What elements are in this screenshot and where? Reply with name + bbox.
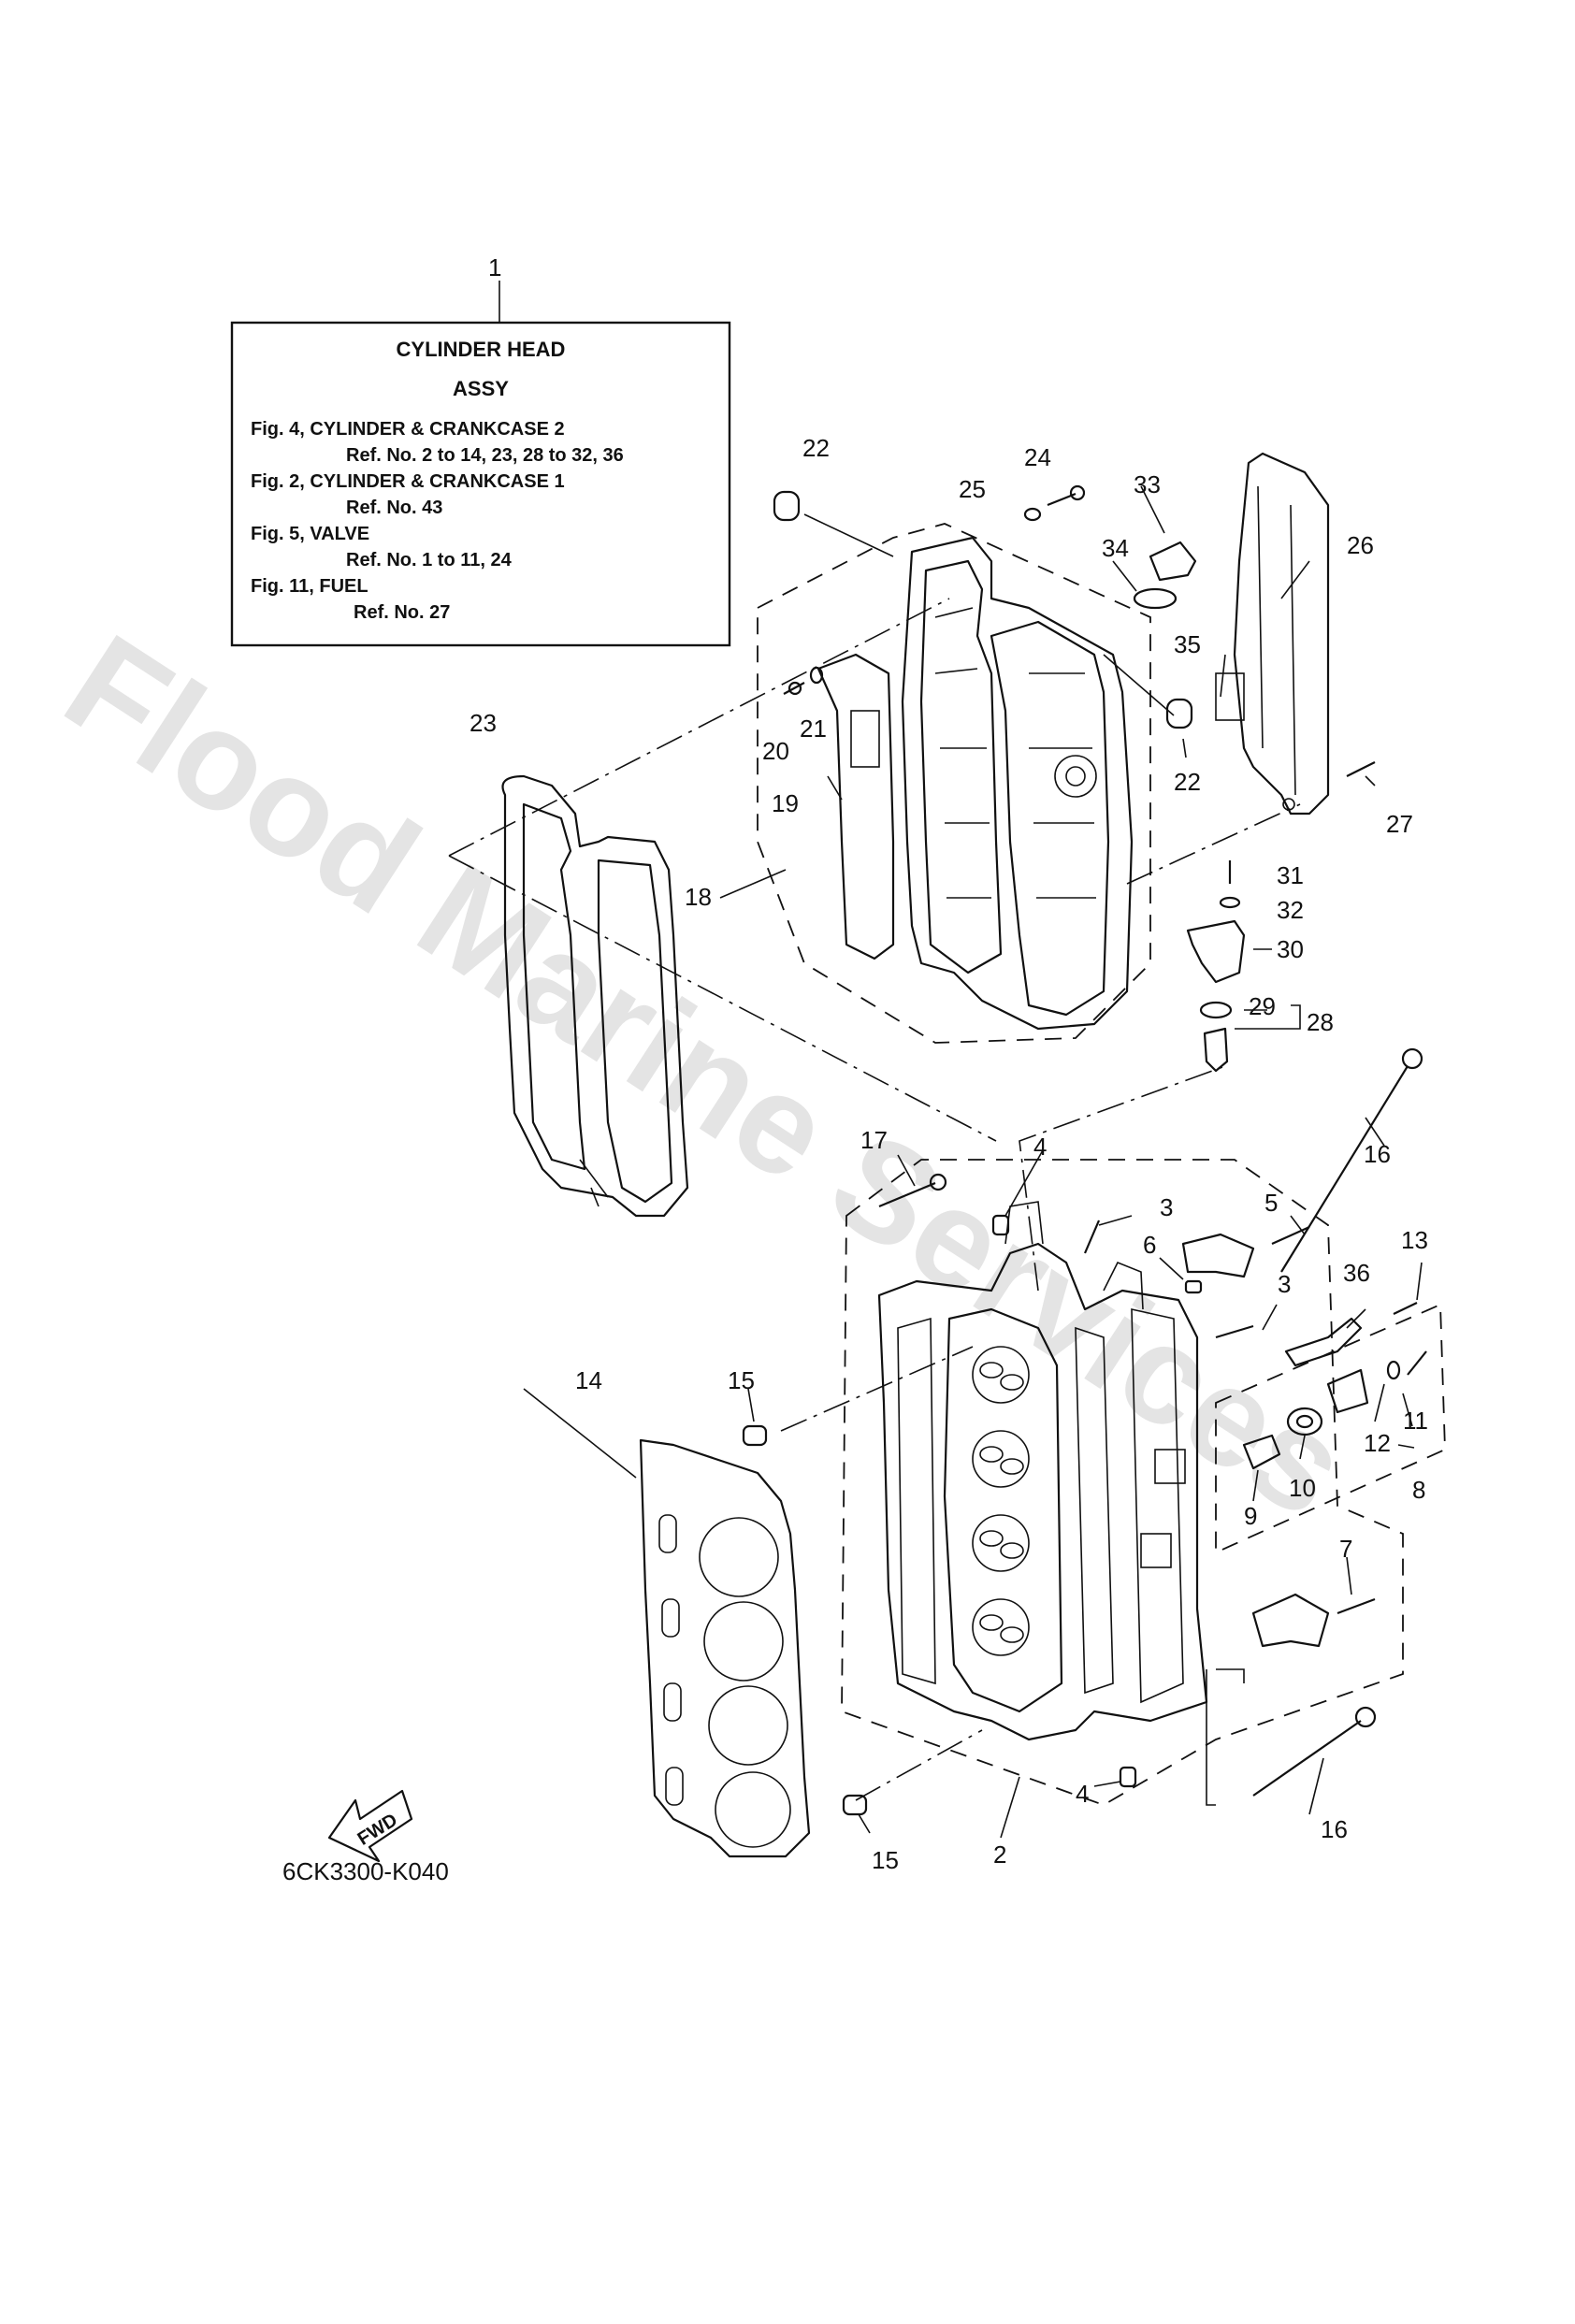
callout-label: 4 [1033, 1133, 1047, 1161]
info-box-line: Ref. No. 1 to 11, 24 [346, 550, 513, 570]
callout-label: 31 [1277, 861, 1304, 889]
callout-label: 28 [1307, 1008, 1334, 1036]
callout-label: 21 [800, 715, 827, 743]
watermark-text: Flood Marine Services [40, 604, 1375, 1547]
diagram-code: 6CK3300-K040 [282, 1857, 449, 1885]
callout-label: 35 [1174, 630, 1201, 658]
callout-label: 14 [575, 1366, 602, 1394]
callout-label: 6 [1143, 1231, 1156, 1259]
callout-label: 23 [470, 709, 497, 737]
head-gasket-part [639, 1438, 811, 1858]
callout-label: 17 [860, 1126, 888, 1154]
callout-label: 3 [1278, 1270, 1291, 1298]
head-assembly-outline [841, 1159, 1404, 1806]
callout-label: 15 [872, 1846, 899, 1874]
cover-gasket-part [501, 774, 689, 1218]
callout-label: 18 [685, 883, 712, 911]
info-box-title: CYLINDER HEAD [397, 338, 566, 361]
callout-label: 13 [1401, 1226, 1428, 1254]
callout-label: 33 [1134, 470, 1161, 498]
cover-plate-part [816, 653, 895, 960]
rocker-cover-part [901, 536, 1134, 1031]
callout-label: 16 [1321, 1815, 1348, 1843]
callout-label: 32 [1277, 896, 1304, 924]
callout-label: 3 [1160, 1193, 1173, 1221]
callout-label: 36 [1343, 1259, 1370, 1287]
callout-label: 8 [1412, 1476, 1425, 1504]
callout-label: 27 [1386, 810, 1413, 838]
callout-label: 29 [1249, 992, 1276, 1020]
callout-label: 10 [1289, 1474, 1316, 1502]
callout-label: 2 [993, 1840, 1006, 1869]
fwd-label: FWD [354, 1810, 401, 1850]
callout-label: 15 [728, 1366, 755, 1394]
callout-label: 30 [1277, 935, 1304, 963]
info-box-ref-number: 1 [488, 253, 501, 281]
callout-labels: 22 24 25 33 34 26 35 22 21 20 27 19 23 1… [470, 434, 1428, 1874]
info-box-line: Ref. No. 43 [346, 498, 442, 518]
info-box-line: Fig. 4, CYLINDER & CRANKCASE 2 [251, 419, 565, 440]
info-box-line: Fig. 5, VALVE [251, 524, 369, 544]
callout-label: 5 [1264, 1189, 1278, 1217]
callout-label: 19 [772, 789, 799, 817]
info-box-line: Fig. 2, CYLINDER & CRANKCASE 1 [251, 471, 565, 492]
callout-label: 16 [1364, 1140, 1391, 1168]
info-box-subtitle: ASSY [453, 377, 509, 400]
callout-label: 7 [1339, 1535, 1352, 1563]
callout-label: 20 [762, 737, 789, 765]
callout-label: 26 [1347, 531, 1374, 559]
callout-label: 4 [1076, 1780, 1089, 1808]
leader-lines [448, 485, 1423, 1839]
info-box: 1 CYLINDER HEAD ASSY Fig. 4, CYLINDER & … [230, 253, 731, 647]
bracket-part [1215, 452, 1330, 816]
info-box-line: Ref. No. 2 to 14, 23, 28 to 32, 36 [346, 445, 624, 466]
info-box-line: Ref. No. 27 [354, 602, 450, 623]
info-box-line: Fig. 11, FUEL [251, 576, 368, 597]
fwd-arrow-icon: FWD [327, 1789, 413, 1863]
callout-label: 22 [1174, 768, 1201, 796]
small-parts [742, 484, 1427, 1816]
callout-label: 34 [1102, 534, 1129, 562]
callout-label: 24 [1024, 443, 1051, 471]
callout-label: 12 [1364, 1429, 1391, 1457]
cylinder-head-part [877, 1201, 1208, 1741]
cover-assembly-outline [757, 523, 1151, 1044]
callout-label: 9 [1244, 1502, 1257, 1530]
callout-label: 22 [802, 434, 830, 462]
callout-label: 11 [1403, 1407, 1428, 1435]
callout-label: 25 [959, 475, 986, 503]
